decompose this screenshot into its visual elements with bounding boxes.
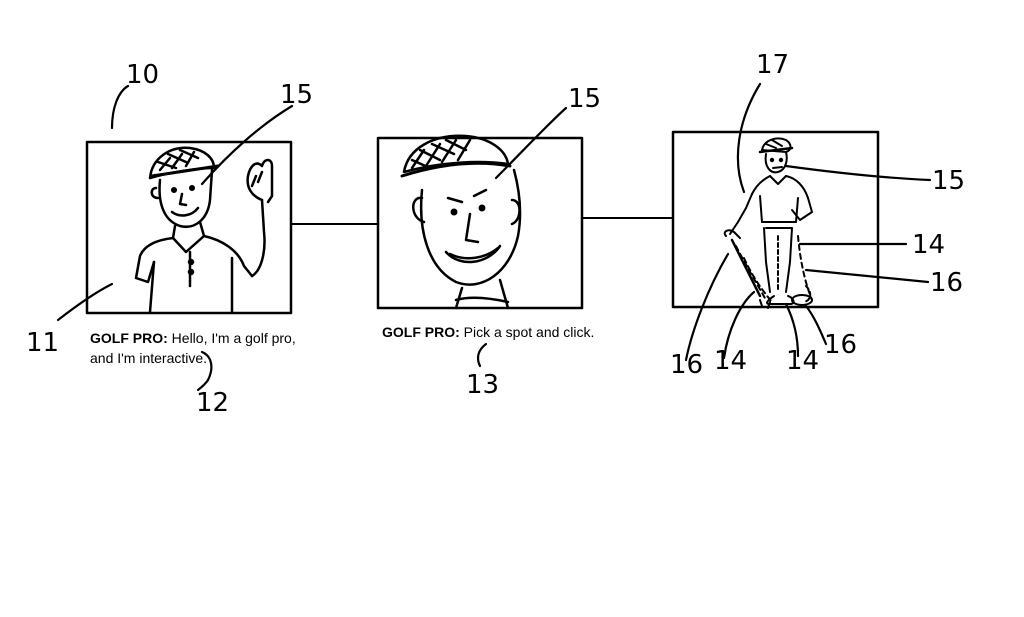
leader-16a bbox=[806, 270, 928, 282]
ref-numeral-16b: 16 bbox=[670, 352, 703, 378]
leader-13 bbox=[478, 344, 486, 366]
ref-numeral-17: 17 bbox=[756, 52, 789, 78]
leader-17 bbox=[738, 84, 760, 192]
panel-2-caption-speaker: GOLF PRO: bbox=[382, 324, 460, 340]
ref-numeral-10: 10 bbox=[126, 62, 159, 88]
panel-1-caption: GOLF PRO: Hello, I'm a golf pro, and I'm… bbox=[90, 328, 296, 368]
ref-numeral-14b: 14 bbox=[714, 348, 747, 374]
panel-1-caption-speaker: GOLF PRO: bbox=[90, 330, 168, 346]
leader-11 bbox=[58, 284, 112, 320]
ref-numeral-16c: 16 bbox=[824, 332, 857, 358]
ref-numeral-15c: 15 bbox=[932, 168, 965, 194]
ref-numeral-15a: 15 bbox=[280, 82, 313, 108]
leader-15b bbox=[496, 108, 566, 178]
ref-numeral-16a: 16 bbox=[930, 270, 963, 296]
ref-numeral-13: 13 bbox=[466, 372, 499, 398]
golf-pro-waving-illustration bbox=[136, 148, 272, 312]
panel-1-caption-line-2: and I'm interactive. bbox=[90, 348, 296, 368]
leader-15c bbox=[786, 166, 930, 180]
leader-15a bbox=[202, 106, 292, 184]
ref-numeral-14c: 14 bbox=[786, 348, 819, 374]
ref-numeral-14a: 14 bbox=[912, 232, 945, 258]
ref-numeral-12: 12 bbox=[196, 390, 229, 416]
leader-16c bbox=[806, 306, 826, 344]
leader-10 bbox=[112, 86, 128, 128]
panel-3-frame bbox=[673, 132, 878, 307]
panel-1-caption-line-1: Hello, I'm a golf pro, bbox=[172, 330, 296, 346]
golf-pro-closeup-illustration bbox=[402, 136, 520, 308]
panel-2-caption-text: Pick a spot and click. bbox=[464, 324, 595, 340]
ref-numeral-15b: 15 bbox=[568, 86, 601, 112]
panel-2-caption: GOLF PRO: Pick a spot and click. bbox=[382, 322, 594, 342]
ref-numeral-11: 11 bbox=[26, 330, 59, 356]
